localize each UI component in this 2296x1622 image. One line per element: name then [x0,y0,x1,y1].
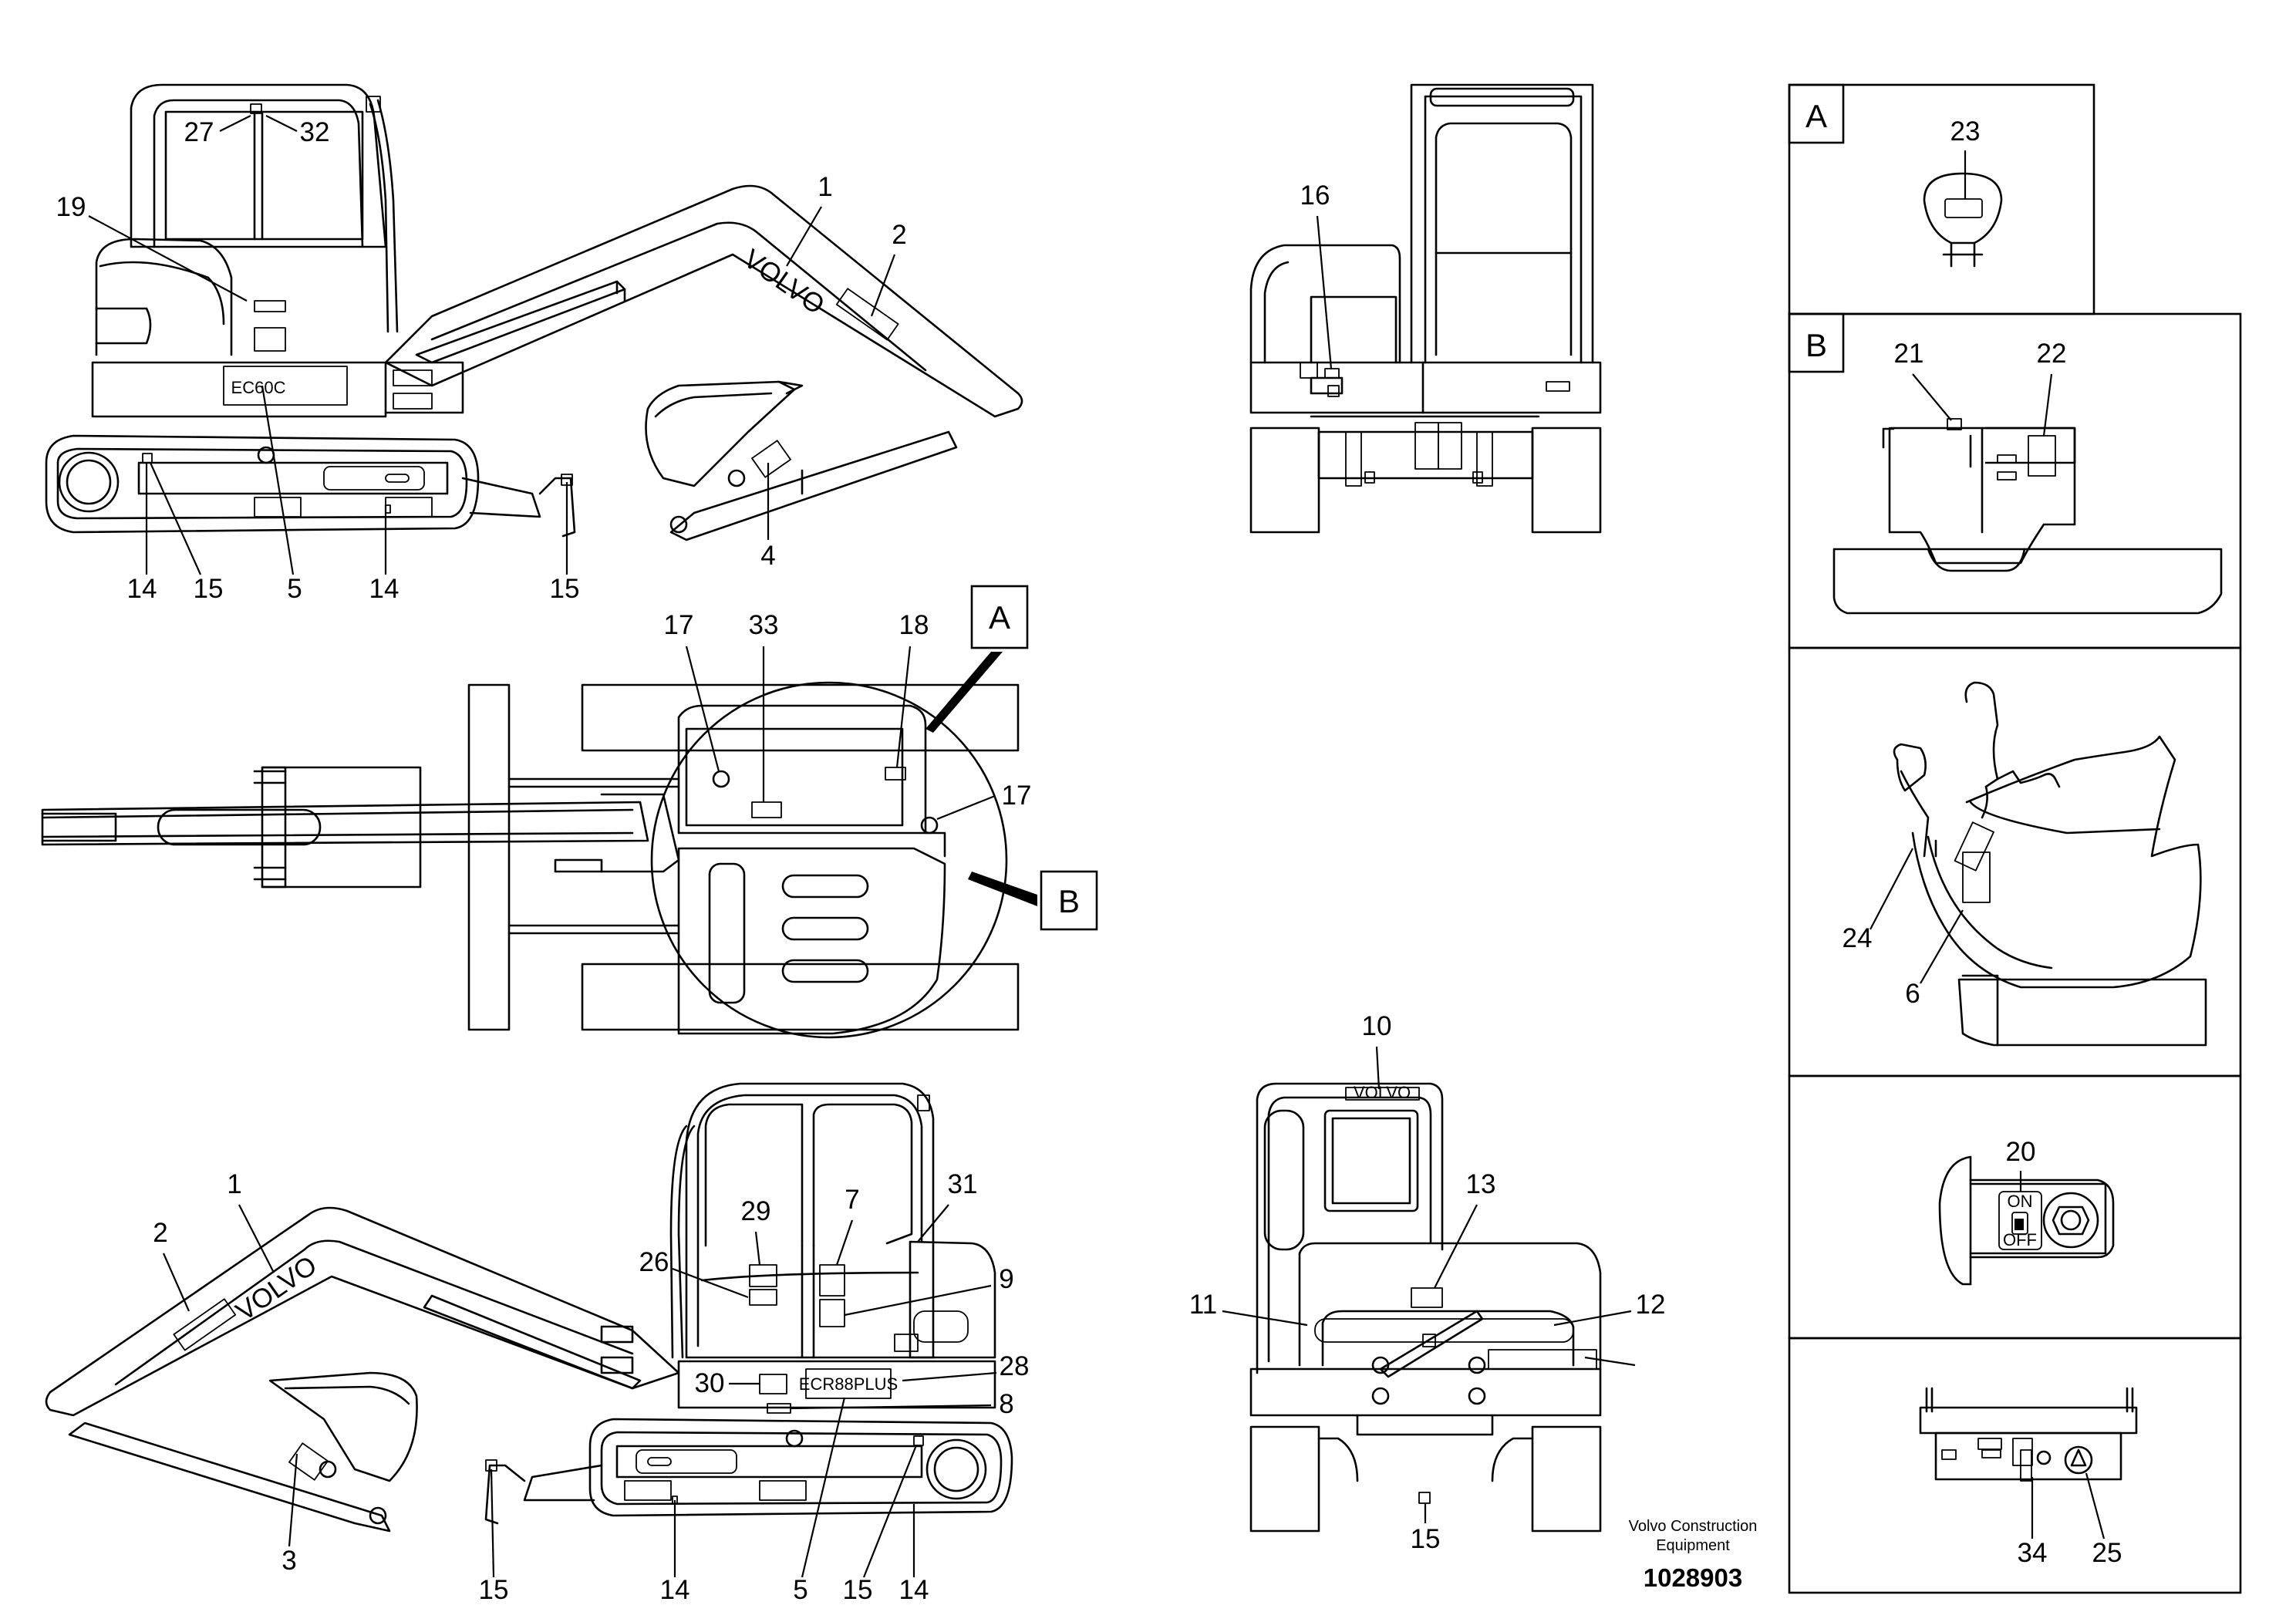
callout-11: 11 [1189,1290,1217,1320]
callout-16: 16 [1300,180,1330,211]
switch-on-label: ON [2008,1192,2033,1211]
callout-1: 1 [818,172,832,202]
callout-26: 26 [639,1247,669,1277]
callout-23: 23 [1950,116,1981,147]
callout-32: 32 [300,117,330,147]
callout-28: 28 [1000,1351,1030,1381]
callout-7: 7 [845,1185,859,1215]
callout-15e: 15 [1411,1524,1441,1554]
callout-22: 22 [2037,339,2067,369]
model-decal-label: EC60C [231,378,286,397]
left-side-view: EC60C VOLVO [45,83,1023,604]
footer: Volvo Construction Equipment 1028903 [1629,1518,1758,1592]
callout-31: 31 [948,1169,978,1199]
top-view: A B 17 33 18 17 [41,585,1098,1039]
panel-b-label: B [1805,327,1827,363]
callout-2b: 2 [153,1218,167,1248]
detail-panel-b: B 21 22 [1788,312,2242,649]
detail-panel-levers: 24 6 [1788,646,2242,1077]
callout-2: 2 [892,220,906,250]
callout-14c: 14 [660,1575,690,1605]
company-line-2: Equipment [1656,1537,1730,1554]
callout-15c: 15 [479,1575,509,1605]
callout-17b: 17 [1002,781,1032,811]
rear-brand-text: VOLVO [1354,1083,1411,1102]
panel-a-label: A [1805,98,1827,134]
variant-decal-label: ECR88PLUS [799,1374,898,1394]
company-line-1: Volvo Construction [1629,1518,1758,1535]
callout-30: 30 [695,1368,725,1398]
callout-1b: 1 [227,1169,241,1199]
callout-34: 34 [2018,1538,2048,1568]
rear-view: VOLVO 10 13 11 12 15 [1189,1011,1666,1554]
callout-9: 9 [999,1264,1013,1294]
callout-27: 27 [184,117,214,147]
callout-13: 13 [1466,1169,1496,1199]
callout-5b: 5 [793,1575,807,1605]
callout-10: 10 [1362,1011,1392,1041]
right-side-view: ECR88PLUS VOLVO [45,1082,1030,1605]
callout-14b: 14 [369,574,400,604]
callout-14d: 14 [899,1575,929,1605]
view-label-a: A [989,599,1010,636]
callout-6: 6 [1905,979,1920,1009]
callout-5a: 5 [287,574,302,604]
switch-off-label: OFF [2003,1230,2037,1249]
callout-24: 24 [1843,923,1873,953]
callout-33: 33 [749,610,779,640]
callout-3: 3 [282,1546,296,1576]
callout-18: 18 [899,610,929,640]
callout-12: 12 [1636,1290,1666,1320]
callout-25: 25 [2092,1538,2122,1568]
view-label-b: B [1058,883,1080,919]
detail-panel-a: A 23 [1788,83,2095,315]
callout-4: 4 [760,541,775,571]
callout-15b: 15 [550,574,580,604]
callout-17a: 17 [664,610,694,640]
callout-14a: 14 [127,574,157,604]
callout-20: 20 [2006,1137,2036,1167]
callout-29: 29 [741,1196,771,1226]
detail-panel-switch: ON OFF 20 [1788,1074,2242,1340]
callout-8: 8 [999,1389,1013,1419]
callout-21: 21 [1894,339,1924,369]
callout-15a: 15 [194,574,224,604]
callout-19: 19 [56,192,86,222]
document-number: 1028903 [1644,1563,1742,1592]
callout-15d: 15 [843,1575,873,1605]
front-view: 16 [1249,83,1602,534]
detail-panel-valves: 34 25 [1788,1337,2242,1594]
